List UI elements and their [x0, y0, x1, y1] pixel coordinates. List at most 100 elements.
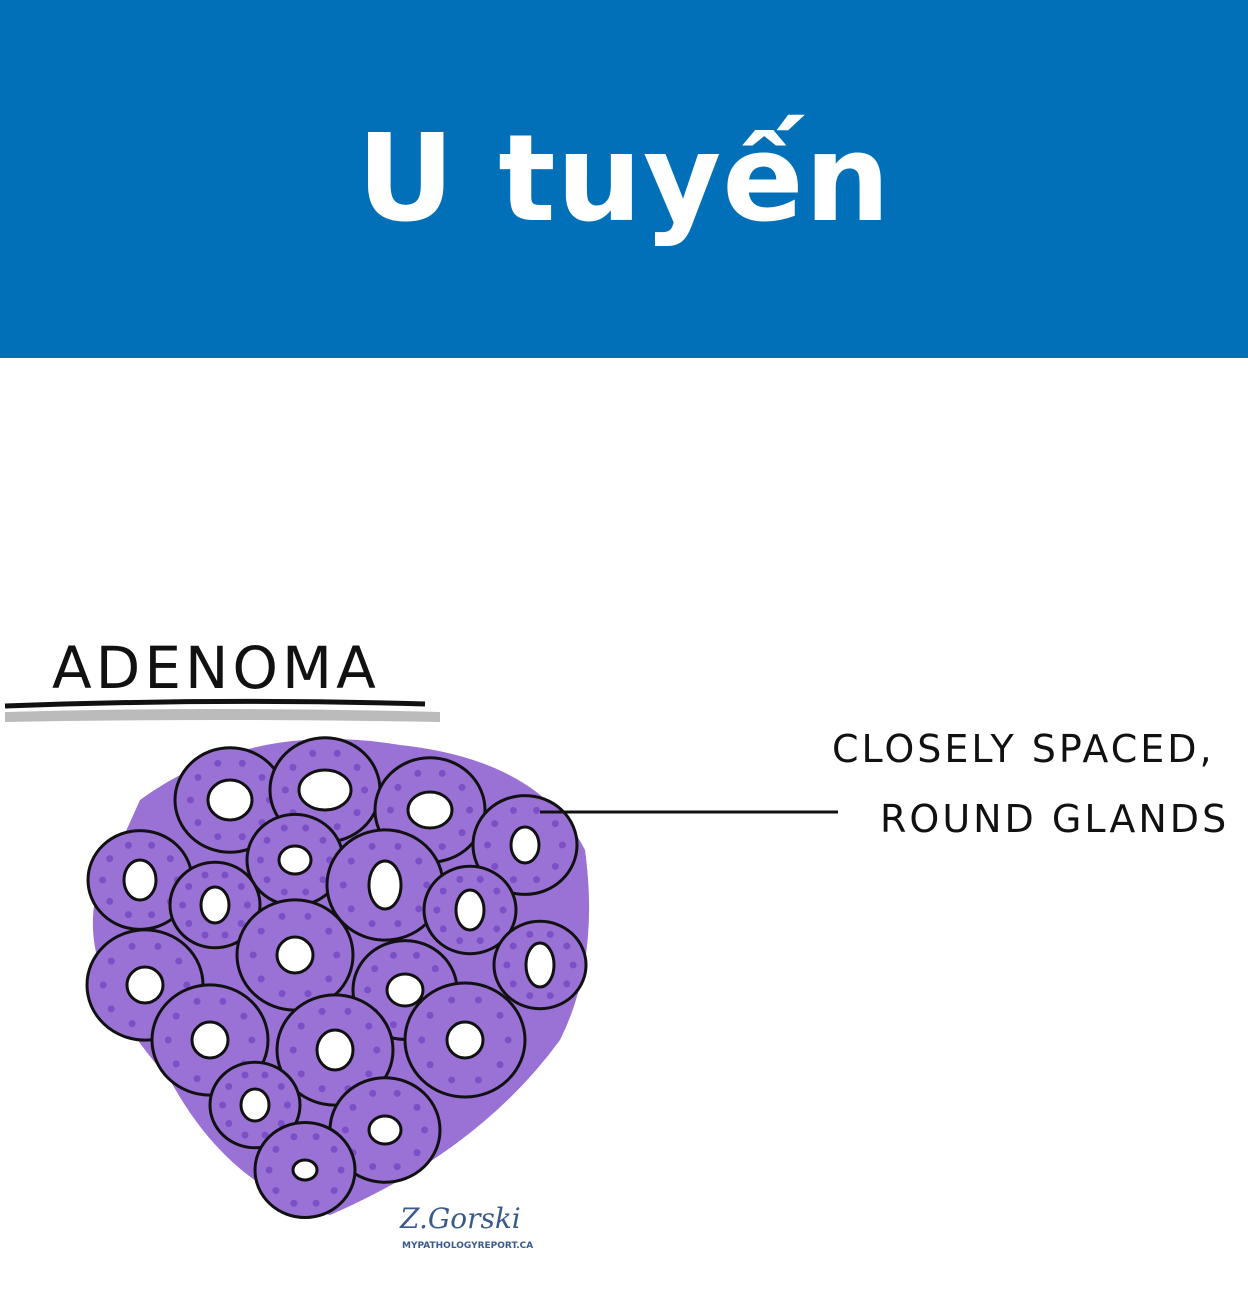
- nucleus: [238, 833, 246, 841]
- nucleus: [509, 806, 517, 814]
- nucleus: [496, 1061, 504, 1069]
- nucleus: [365, 1070, 373, 1078]
- nucleus: [426, 1011, 434, 1019]
- nucleus: [456, 937, 464, 945]
- annotation-line-2: ROUND GLANDS: [880, 797, 1229, 841]
- nucleus: [99, 981, 107, 989]
- nucleus: [431, 965, 439, 973]
- nucleus: [413, 1149, 421, 1157]
- nucleus: [563, 980, 571, 988]
- nucleus: [526, 992, 534, 1000]
- nucleus: [312, 1199, 320, 1207]
- gland-lumen: [239, 1087, 271, 1123]
- nucleus: [361, 786, 369, 794]
- nucleus: [421, 1126, 429, 1134]
- nucleus: [201, 871, 209, 879]
- nucleus: [243, 901, 251, 909]
- nucleus: [193, 997, 201, 1005]
- nucleus: [353, 809, 361, 817]
- nucleus: [219, 997, 227, 1005]
- nucleus: [107, 957, 115, 965]
- nucleus: [283, 1101, 291, 1109]
- nucleus: [347, 857, 355, 865]
- nucleus: [504, 1036, 512, 1044]
- gland-lumen: [199, 885, 231, 925]
- nucleus: [344, 1007, 352, 1015]
- nucleus: [221, 871, 229, 879]
- nucleus: [415, 905, 423, 913]
- nucleus: [194, 819, 202, 827]
- nucleus: [533, 806, 541, 814]
- nucleus: [394, 920, 402, 928]
- nucleus: [148, 911, 156, 919]
- nucleus: [415, 857, 423, 865]
- nucleus: [302, 824, 310, 832]
- nucleus: [309, 749, 317, 757]
- nucleus: [154, 942, 162, 950]
- nucleus: [183, 981, 191, 989]
- nucleus: [448, 996, 456, 1004]
- nucleus: [124, 841, 132, 849]
- nucleus: [280, 824, 288, 832]
- nucleus: [569, 961, 577, 969]
- gland-lumen: [445, 1020, 485, 1060]
- nucleus: [185, 920, 193, 928]
- nucleus: [281, 786, 289, 794]
- nucleus: [526, 930, 534, 938]
- gland-lumen: [125, 965, 165, 1005]
- nucleus: [124, 911, 132, 919]
- nucleus: [249, 951, 257, 959]
- nucleus: [339, 881, 347, 889]
- adenoma-illustration: ADENOMA CLOSELY SPACED, ROUND GLANDS Z.G…: [4, 634, 1229, 1251]
- nucleus: [458, 783, 466, 791]
- nucleus: [509, 876, 517, 884]
- nucleus: [248, 1036, 256, 1044]
- nucleus: [369, 1089, 377, 1097]
- nucleus: [364, 986, 372, 994]
- nucleus: [365, 1022, 373, 1030]
- nucleus: [297, 1070, 305, 1078]
- nucleus: [241, 1131, 249, 1139]
- nucleus: [193, 1075, 201, 1083]
- nucleus: [261, 1131, 269, 1139]
- nucleus: [341, 1126, 349, 1134]
- nucleus: [439, 925, 447, 933]
- nucleus: [394, 842, 402, 850]
- gland-lumen: [122, 858, 158, 902]
- nucleus: [393, 1163, 401, 1171]
- nucleus: [272, 1145, 280, 1153]
- nucleus: [238, 759, 246, 767]
- nucleus: [164, 1036, 172, 1044]
- nucleus: [509, 980, 517, 988]
- nucleus: [318, 1085, 326, 1093]
- nucleus: [438, 843, 446, 851]
- nucleus: [166, 855, 174, 863]
- nucleus: [458, 829, 466, 837]
- nucleus: [289, 763, 297, 771]
- nucleus: [563, 942, 571, 950]
- nucleus: [503, 961, 511, 969]
- nucleus: [373, 1046, 381, 1054]
- gland-lumen: [524, 941, 556, 989]
- nucleus: [546, 992, 554, 1000]
- nucleus: [333, 823, 341, 831]
- nucleus: [491, 862, 499, 870]
- nucleus: [258, 773, 266, 781]
- nucleus: [257, 927, 265, 935]
- nucleus: [99, 876, 107, 884]
- nucleus: [290, 1133, 298, 1141]
- nucleus: [214, 833, 222, 841]
- nucleus: [194, 773, 202, 781]
- nucleus: [393, 1089, 401, 1097]
- nucleus: [551, 820, 559, 828]
- nucleus: [413, 951, 421, 959]
- nucleus: [106, 855, 114, 863]
- nucleus: [221, 931, 229, 939]
- nucleus: [386, 806, 394, 814]
- annotation-line-1: CLOSELY SPACED,: [832, 727, 1215, 771]
- nucleus: [347, 905, 355, 913]
- nucleus: [558, 841, 566, 849]
- nucleus: [128, 942, 136, 950]
- gland-lumen: [385, 972, 425, 1008]
- nucleus: [484, 841, 492, 849]
